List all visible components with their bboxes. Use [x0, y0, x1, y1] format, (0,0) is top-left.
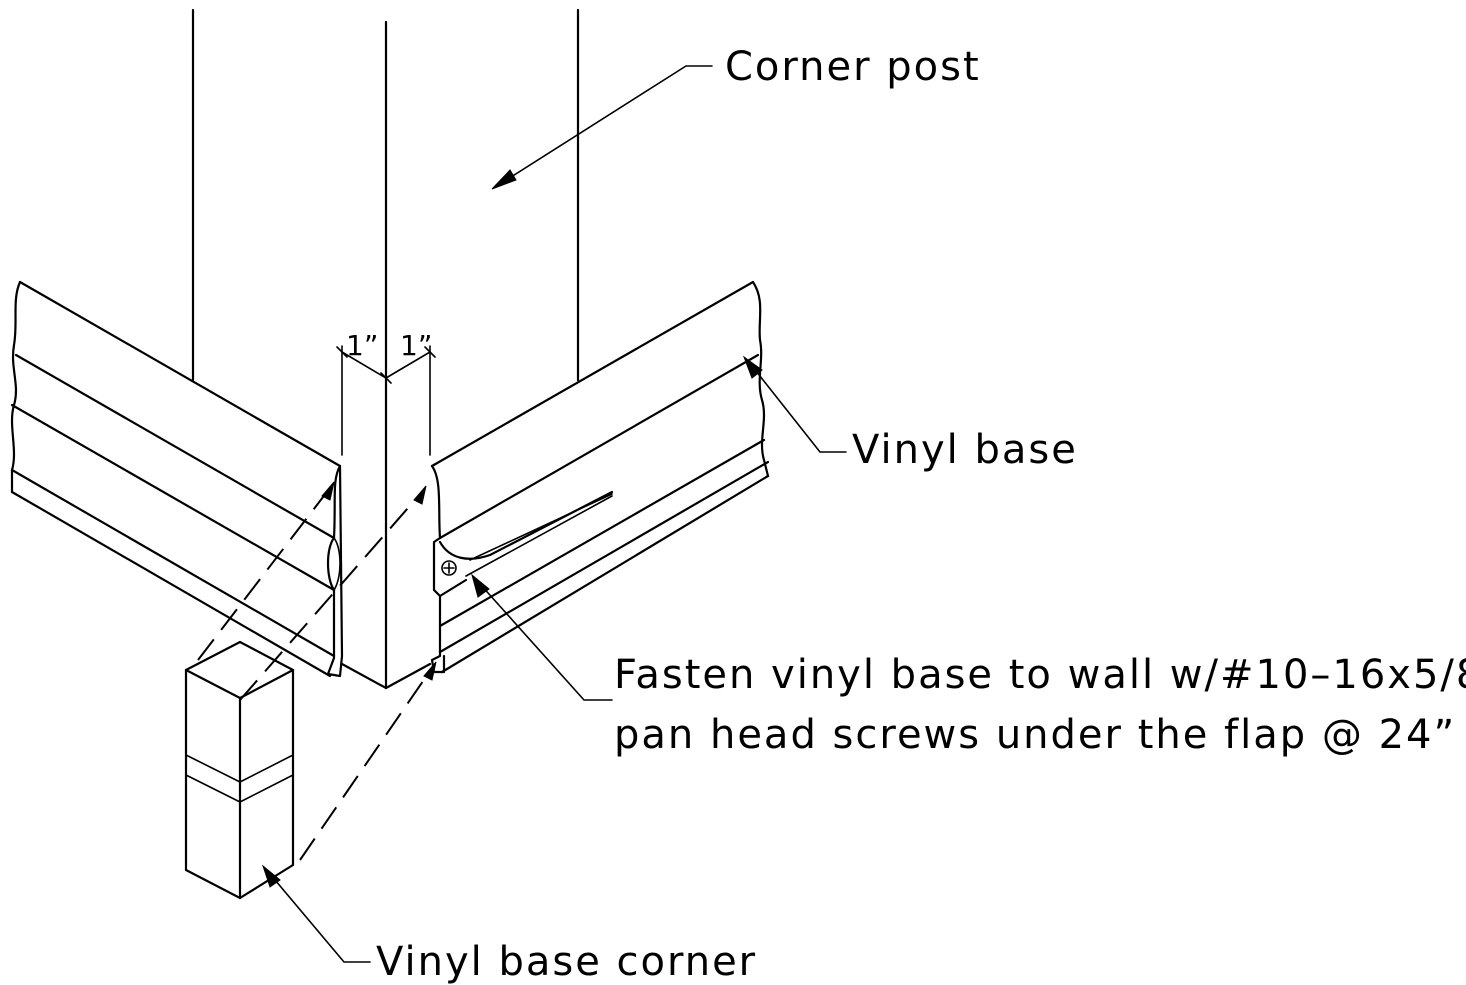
- installation-guides: [197, 481, 437, 861]
- fasten-instruction-line2: pan head screws under the flap @ 24” o.c…: [614, 712, 1466, 758]
- corner-post: [191, 8, 580, 690]
- left-vinyl-base: [10, 280, 344, 678]
- dimension-left-label: 1”: [346, 329, 378, 362]
- floor-corner: [340, 662, 432, 690]
- vinyl-base-corner-label: Vinyl base corner: [376, 939, 757, 985]
- leader-lines: [261, 65, 847, 963]
- corner-post-label: Corner post: [725, 44, 981, 90]
- right-vinyl-base: [430, 280, 770, 674]
- dimension-lines: [336, 345, 436, 456]
- vinyl-base-corner-piece: [184, 640, 295, 900]
- vinyl-base-label: Vinyl base: [852, 427, 1078, 473]
- dimension-right-label: 1”: [400, 329, 432, 362]
- fasten-instruction-line1: Fasten vinyl base to wall w/#10–16x5/8”: [614, 652, 1466, 698]
